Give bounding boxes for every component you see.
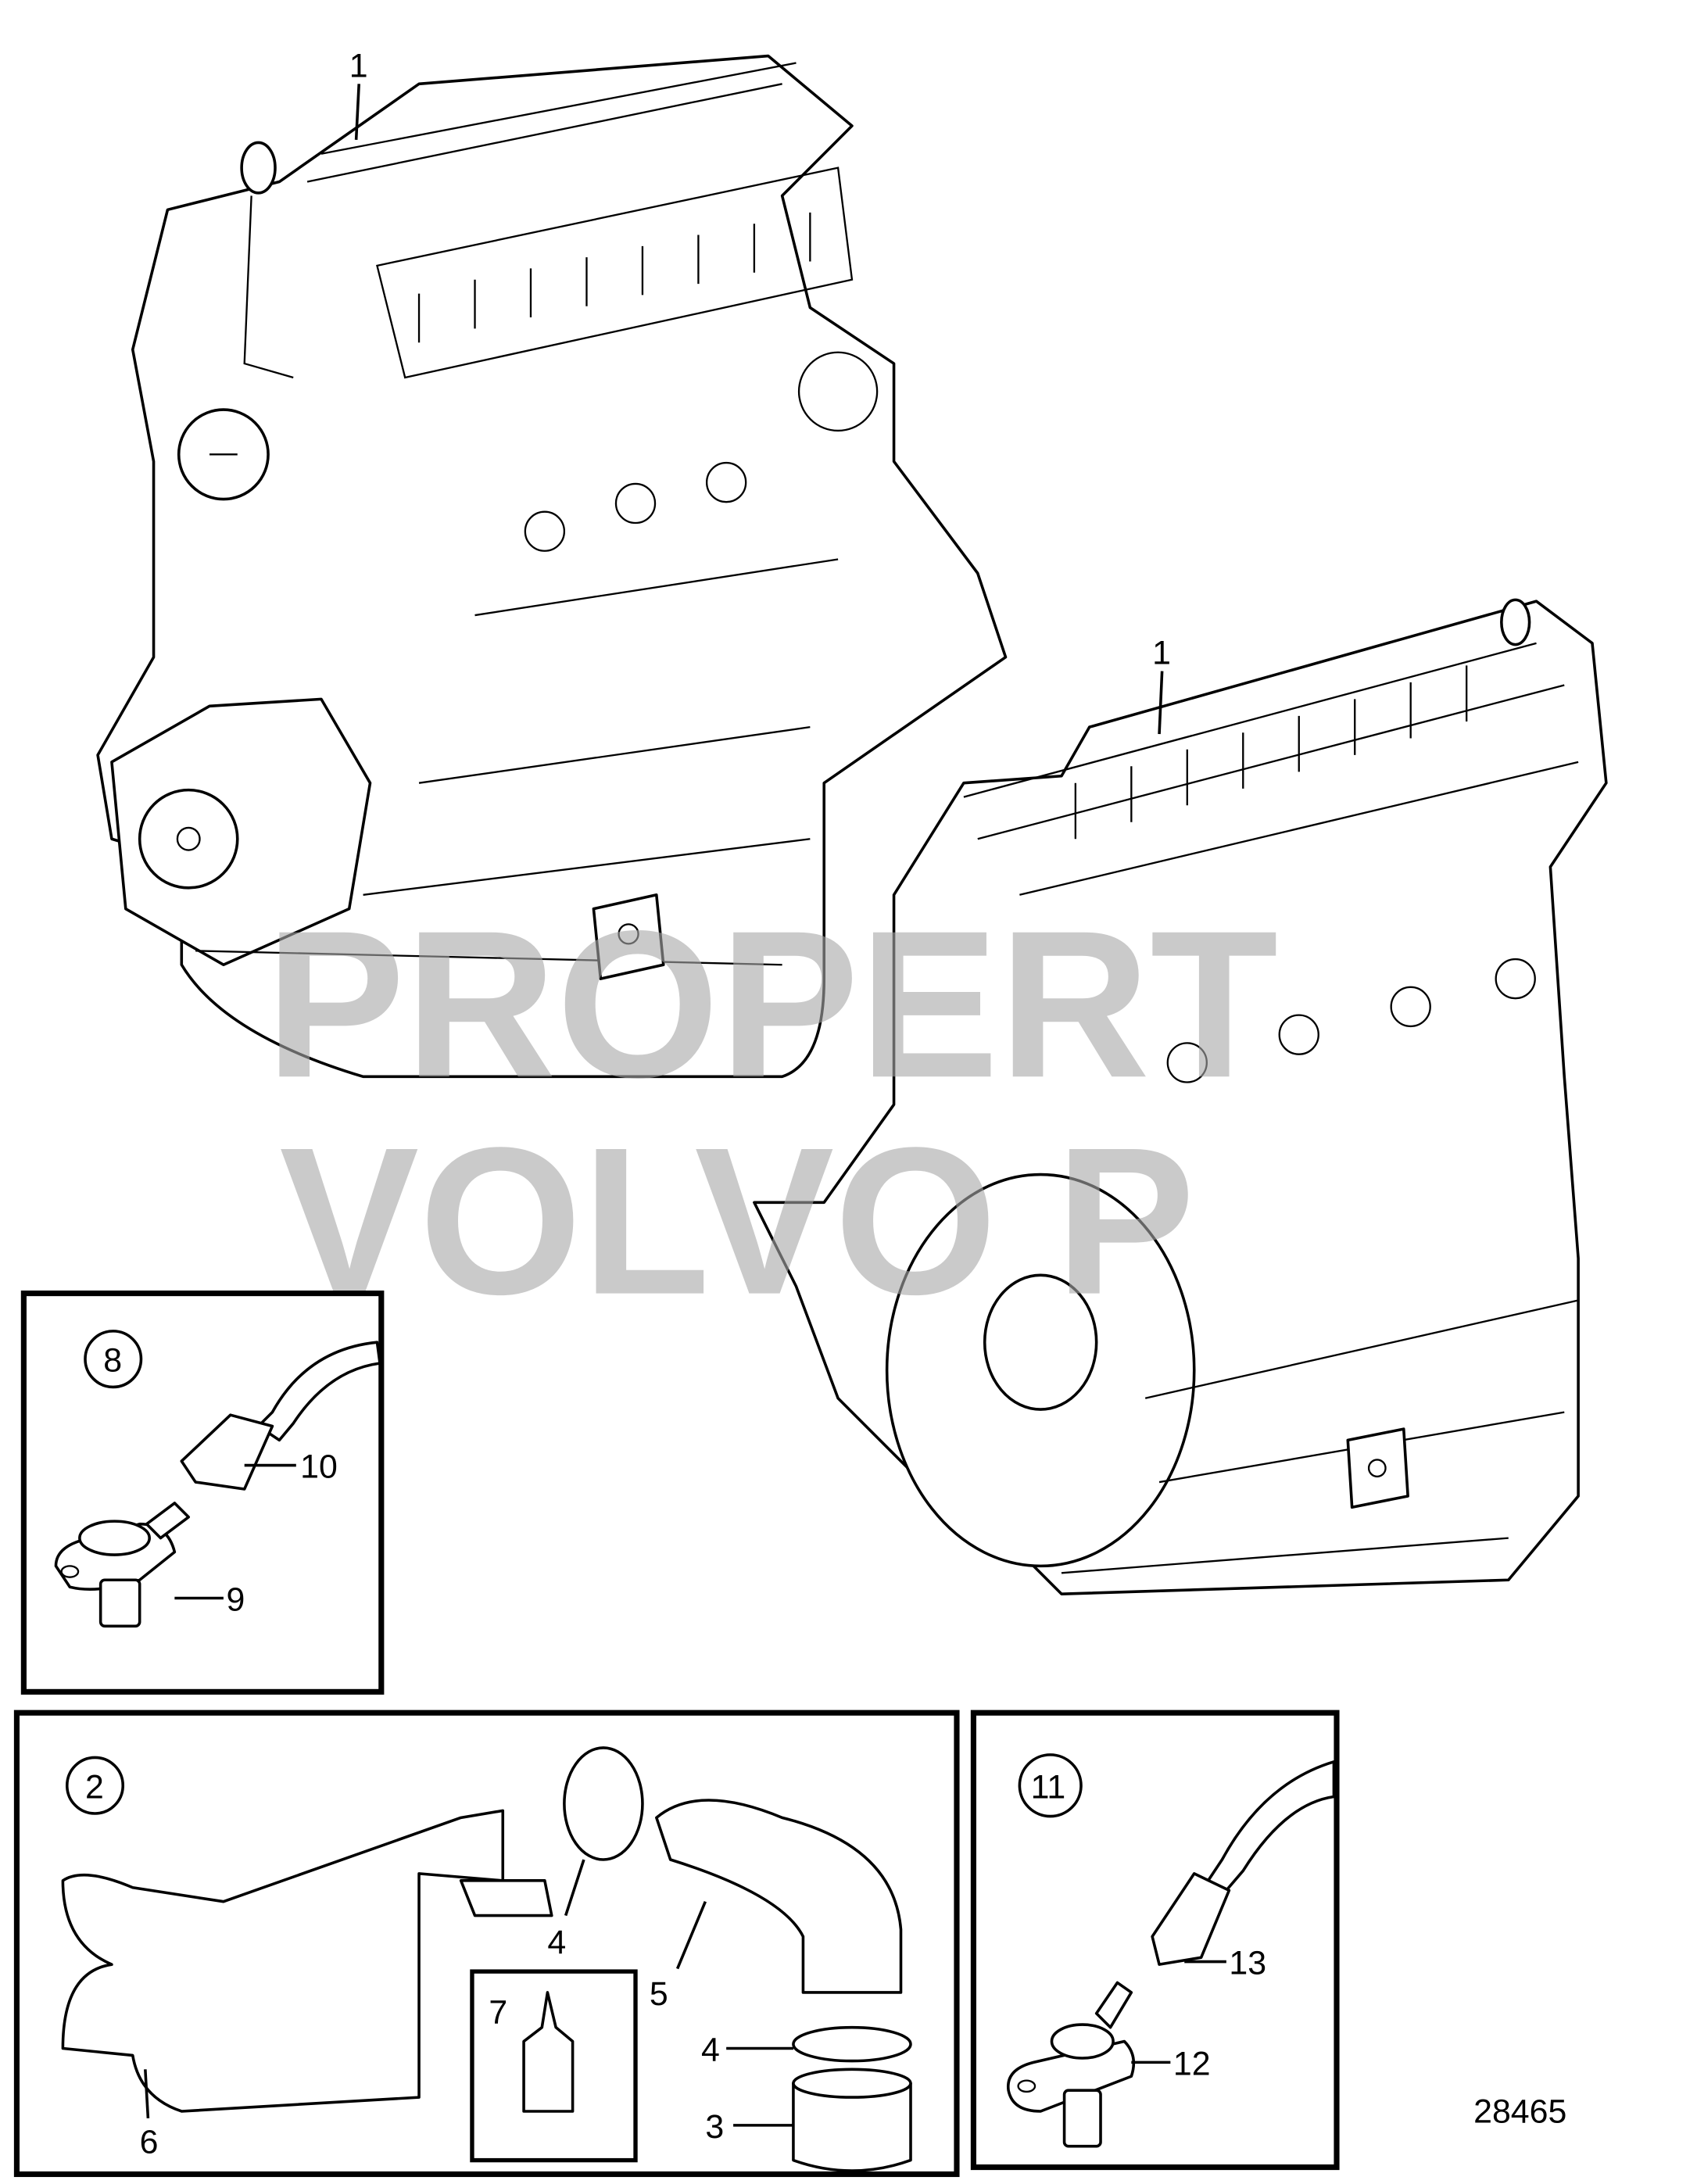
hose-clamp [563, 1746, 644, 1861]
valve-cover-ribs [417, 212, 811, 343]
callout-12: 12 [1173, 2045, 1211, 2082]
bracket [61, 1809, 505, 2113]
callout-6: 6 [140, 2124, 159, 2161]
callout-5: 5 [650, 1975, 668, 2013]
connector [180, 1413, 274, 1491]
watermark-line-1: PROPERT [265, 886, 1278, 1121]
callout-4: 4 [547, 1924, 566, 1961]
engine-assembly-rear-view [96, 54, 1008, 1079]
group-8-box: 8 10 9 [20, 1291, 385, 1695]
group-number: 11 [1031, 1768, 1066, 1806]
callout-13: 13 [1229, 1945, 1266, 1982]
callout-1-engine-rear: 1 [349, 47, 368, 140]
hose-clamp-2 [792, 2025, 912, 2063]
adapter [792, 2082, 912, 2172]
group-11-box: 11 13 12 [970, 1710, 1340, 2171]
callout-9: 9 [226, 1581, 245, 1619]
callout-10: 10 [300, 1448, 338, 1486]
group-2-box: 2 7 4 5 4 3 6 [13, 1710, 960, 2178]
callout-label: 1 [1152, 635, 1171, 672]
sealant-bottle [522, 1991, 575, 2113]
wiring-harness [256, 1341, 381, 1442]
group-number: 2 [85, 1768, 104, 1806]
callout-4b: 4 [701, 2032, 720, 2069]
wiring-harness [1206, 1760, 1336, 1892]
connector [1151, 1872, 1231, 1966]
callout-label: 1 [349, 47, 368, 84]
hose [655, 1799, 903, 1994]
watermark-line-2: VOLVO P [279, 1103, 1195, 1337]
group-number: 8 [103, 1342, 122, 1380]
watermark: PROPERT VOLVO P [265, 886, 1278, 1337]
callout-3: 3 [705, 2108, 724, 2146]
figure-number: 28465 [1473, 2093, 1566, 2130]
engine-assembly-front-view [753, 598, 1608, 1595]
callout-7: 7 [489, 1993, 507, 2031]
callout-1-engine-front: 1 [1152, 635, 1171, 735]
